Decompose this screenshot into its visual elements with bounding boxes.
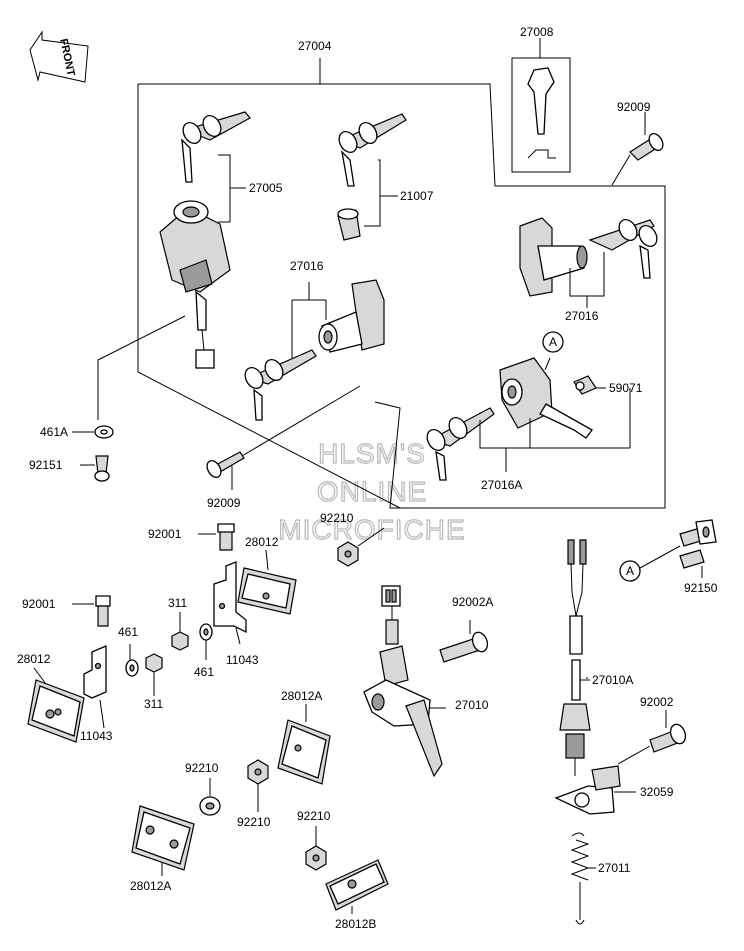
- callout-32059: 32059: [640, 785, 674, 799]
- keys-21007: [337, 113, 407, 241]
- nut-311-top: [171, 612, 189, 651]
- callout-28012b: 28012B: [335, 917, 376, 931]
- callout-92151: 92151: [29, 458, 63, 472]
- callout-92210-bottom: 92210: [297, 809, 331, 823]
- reflector-28012-top: [237, 549, 297, 615]
- callout-11043-right: 11043: [226, 653, 259, 667]
- reflector-28012a-top: [277, 704, 331, 785]
- spring-27011: [570, 832, 596, 925]
- callout-59071: 59071: [609, 381, 643, 395]
- watermark-line-1: HLSM'S: [318, 438, 426, 469]
- screw-92009-bottom: [206, 385, 361, 490]
- ignition-switch-27005: [97, 111, 251, 420]
- washer-461-left: [125, 644, 139, 677]
- callout-92150: 92150: [684, 581, 718, 595]
- callout-27010: 27010: [455, 698, 489, 712]
- bracket-32059: [554, 765, 636, 815]
- callout-28012-top: 28012: [245, 535, 279, 549]
- callout-311-bottom: 311: [144, 697, 163, 711]
- callout-27011: 27011: [598, 861, 631, 875]
- callout-92210-top: 92210: [320, 511, 354, 525]
- leader-lines: [586, 387, 606, 679]
- callout-27004: 27004: [298, 39, 332, 53]
- watermark-line-2: ONLINE: [317, 476, 427, 507]
- marker-a-upper: A: [549, 335, 557, 349]
- washer-461-top: [199, 623, 213, 660]
- callout-92009-bottom: 92009: [207, 496, 241, 510]
- callout-461a: 461A: [40, 425, 68, 439]
- front-label: FRONT: [57, 38, 77, 78]
- callout-11043-left: 11043: [80, 729, 113, 743]
- assembly-boundary: [137, 58, 666, 509]
- callout-27016-right: 27016: [565, 309, 599, 323]
- callout-27008: 27008: [520, 25, 554, 39]
- key-card-27008: [511, 38, 571, 173]
- screw-92151: [80, 455, 110, 482]
- callout-27016a: 27016A: [481, 478, 522, 492]
- seat-lock-27016-center: [244, 279, 385, 421]
- screw-92009-top: [611, 112, 664, 186]
- callout-92009-top: 92009: [617, 100, 651, 114]
- callout-labels: 27004 27008 92009 27005 21007 27016 2701…: [17, 25, 718, 931]
- callout-92002: 92002: [640, 695, 674, 709]
- clip-59071: [573, 375, 606, 395]
- bolt-92002a: [439, 620, 489, 663]
- bolts-92150: A: [619, 519, 717, 582]
- callout-28012a-top: 28012A: [281, 689, 322, 703]
- lock-27016a: A: [426, 331, 631, 481]
- callout-92001-top: 92001: [148, 527, 182, 541]
- nut-92210-top: [337, 527, 385, 567]
- callout-461-bottom: 461: [194, 665, 214, 679]
- nut-92210-mid: [247, 759, 269, 812]
- washer-461a: [72, 425, 114, 439]
- callout-92002a: 92002A: [452, 595, 493, 609]
- watermark: HLSM'S ONLINE MICROFICHE: [278, 437, 466, 545]
- watermark-line-3: MICROFICHE: [278, 514, 465, 545]
- callout-28012a-bottom: 28012A: [130, 879, 171, 893]
- callout-21007: 21007: [400, 189, 434, 203]
- callout-311-top: 311: [168, 596, 187, 610]
- callout-28012-left: 28012: [17, 652, 51, 666]
- sensor-27010a: [559, 539, 591, 776]
- bolt-92001-top: [198, 523, 235, 551]
- switch-27010: [363, 585, 446, 778]
- reflector-28012b: [325, 859, 389, 914]
- helmet-lock-27016-right: [519, 217, 658, 308]
- callout-27016-center: 27016: [290, 259, 324, 273]
- bracket-11043-right: [213, 561, 247, 645]
- reflector-28012a-bottom: [131, 805, 195, 876]
- front-arrow-badge: FRONT: [29, 30, 89, 83]
- callout-461-top: 461: [118, 625, 138, 639]
- nut-311-left: [145, 653, 163, 696]
- callout-92210-mid: 92210: [237, 815, 271, 829]
- marker-a-lower: A: [626, 564, 634, 578]
- nut-92210-bottom: [305, 826, 327, 871]
- bracket-11043-left: [83, 645, 107, 729]
- reflector-28012-left: [27, 667, 85, 743]
- bolt-92001-left: [72, 595, 111, 627]
- callout-92001-left: 92001: [22, 597, 56, 611]
- callout-27005: 27005: [249, 181, 283, 195]
- callout-92210-left: 92210: [185, 761, 219, 775]
- callout-27010a: 27010A: [592, 673, 633, 687]
- nut-92210-left: [199, 778, 221, 816]
- bolt-92002: [617, 710, 687, 765]
